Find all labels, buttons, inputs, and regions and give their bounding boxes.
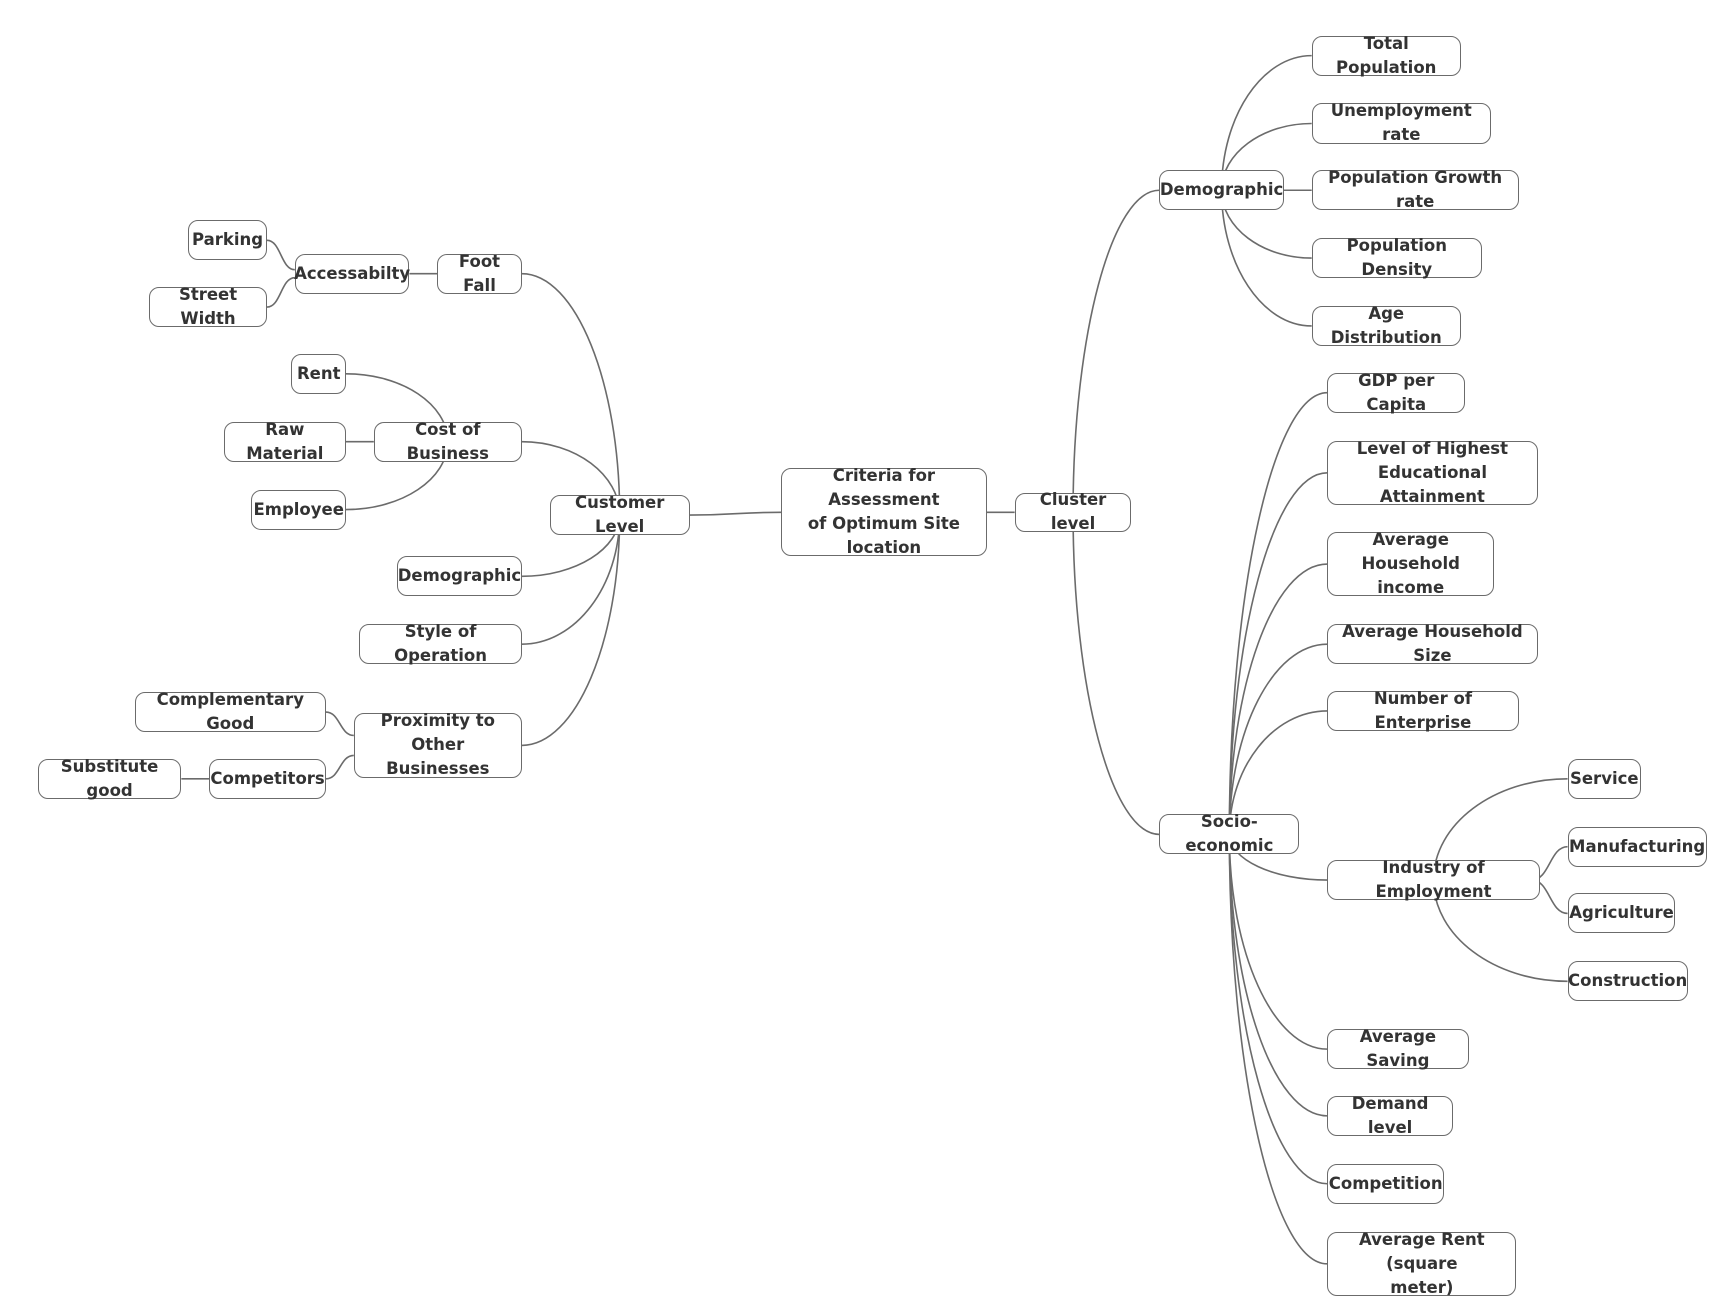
connector-socio-gdp bbox=[1228, 391, 1328, 835]
competition-node[interactable]: Competition bbox=[1327, 1163, 1445, 1204]
connector-socio-competition bbox=[1228, 834, 1328, 1185]
service-node[interactable]: Service bbox=[1567, 758, 1641, 799]
street-width-node[interactable]: Street Width bbox=[149, 285, 267, 328]
connector-demographic-age bbox=[1220, 190, 1312, 327]
connector-socio-edu bbox=[1228, 472, 1328, 835]
gdp-per-capita-node[interactable]: GDP per Capita bbox=[1327, 371, 1466, 414]
parking-node[interactable]: Parking bbox=[188, 220, 267, 261]
rent-node[interactable]: Rent bbox=[291, 353, 346, 394]
cost-of-business-node[interactable]: Cost of Business bbox=[373, 420, 522, 463]
substitute-good-node[interactable]: Substitute good bbox=[37, 757, 182, 800]
connector-root-customer bbox=[689, 511, 782, 516]
demand-level-node[interactable]: Demand level bbox=[1327, 1094, 1453, 1137]
connector-access-parking bbox=[266, 239, 295, 271]
connector-socio-saving bbox=[1228, 834, 1328, 1050]
household-income-node[interactable]: Average Household income bbox=[1327, 530, 1495, 597]
cluster-level-node[interactable]: Cluster level bbox=[1014, 490, 1132, 533]
connector-customer-style bbox=[521, 515, 621, 645]
connector-socio-avgrent bbox=[1228, 834, 1328, 1265]
manufacturing-node[interactable]: Manufacturing bbox=[1567, 826, 1707, 867]
raw-material-node[interactable]: Raw Material bbox=[223, 420, 346, 463]
construction-node[interactable]: Construction bbox=[1567, 961, 1688, 1002]
educational-attainment-node[interactable]: Level of Highest Educational Attainment bbox=[1327, 439, 1538, 506]
connector-access-street bbox=[266, 276, 295, 308]
connector-proximity-competitors bbox=[325, 754, 354, 780]
employee-node[interactable]: Employee bbox=[251, 489, 346, 530]
customer-demographic-node[interactable]: Demographic bbox=[397, 556, 522, 597]
connector-cluster-socio bbox=[1072, 512, 1160, 836]
connector-cluster-demographic bbox=[1072, 189, 1160, 513]
socio-economic-node[interactable]: Socio-economic bbox=[1159, 812, 1300, 855]
connector-socio-hhsize bbox=[1228, 643, 1328, 835]
connector-socio-income bbox=[1228, 563, 1328, 835]
connector-socio-enterprise bbox=[1228, 710, 1328, 835]
customer-level-node[interactable]: Customer Level bbox=[549, 493, 690, 536]
household-size-node[interactable]: Average Household Size bbox=[1327, 622, 1538, 665]
complementary-good-node[interactable]: Complementary Good bbox=[134, 690, 326, 733]
competitors-node[interactable]: Competitors bbox=[209, 758, 326, 799]
connector-socio-demand bbox=[1228, 834, 1328, 1117]
industry-of-employment-node[interactable]: Industry of Employment bbox=[1327, 858, 1540, 901]
total-population-node[interactable]: Total Population bbox=[1311, 34, 1461, 77]
population-growth-rate-node[interactable]: Population Growth rate bbox=[1311, 168, 1519, 211]
number-of-enterprise-node[interactable]: Number of Enterprise bbox=[1327, 689, 1519, 732]
accessability-node[interactable]: Accessabilty bbox=[294, 253, 410, 294]
cluster-demographic-node[interactable]: Demographic bbox=[1159, 170, 1284, 211]
connector-customer-proximity bbox=[521, 515, 621, 747]
average-rent-node[interactable]: Average Rent (square meter) bbox=[1327, 1230, 1517, 1297]
connector-demographic-totalpop bbox=[1220, 54, 1312, 191]
population-density-node[interactable]: Population Density bbox=[1311, 236, 1482, 279]
proximity-node[interactable]: Proximity to Other Businesses bbox=[353, 711, 522, 778]
root-node[interactable]: Criteria for Assessment of Optimum Site … bbox=[781, 466, 987, 557]
average-saving-node[interactable]: Average Saving bbox=[1327, 1027, 1469, 1070]
unemployment-rate-node[interactable]: Unemployment rate bbox=[1311, 101, 1491, 144]
agriculture-node[interactable]: Agriculture bbox=[1567, 893, 1676, 934]
style-of-operation-node[interactable]: Style of Operation bbox=[359, 622, 522, 665]
age-distribution-node[interactable]: Age Distribution bbox=[1311, 304, 1461, 347]
connector-proximity-complement bbox=[325, 711, 354, 737]
foot-fall-node[interactable]: Foot Fall bbox=[437, 252, 522, 295]
connector-customer-footfall bbox=[521, 272, 621, 516]
